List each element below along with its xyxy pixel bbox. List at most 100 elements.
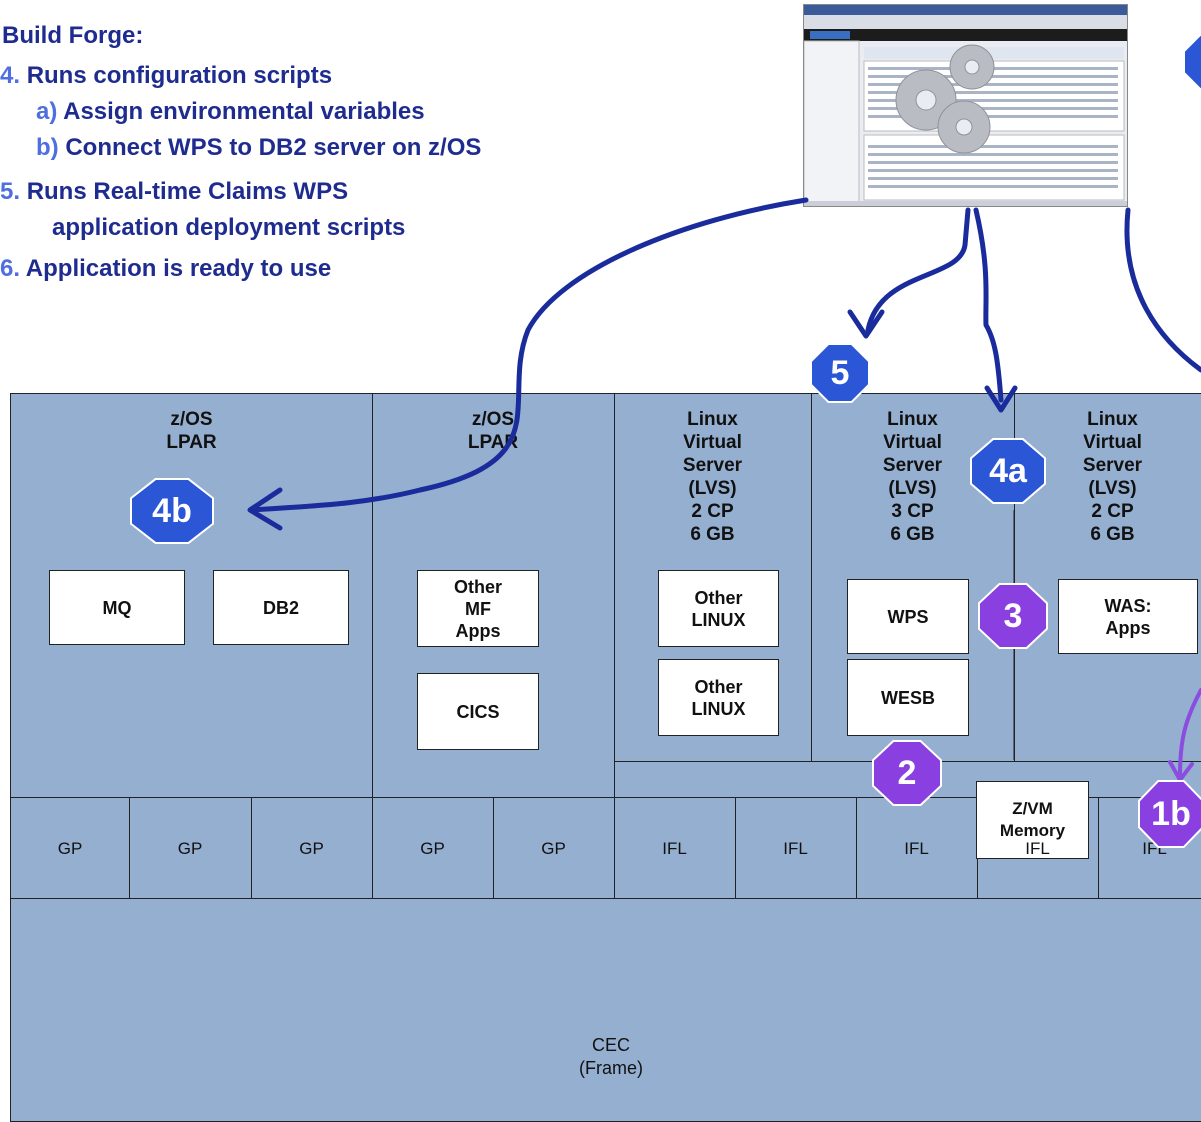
lpar-linux-2-line2: Virtual [883, 432, 942, 453]
lpar-linux-1-line5: 2 CP [691, 501, 734, 522]
other-linux-1-line2: LINUX [691, 609, 746, 630]
arrowhead-4b [247, 487, 283, 531]
lpar-linux-1-line2: Virtual [683, 432, 742, 453]
badge-step-5-label: 5 [830, 353, 850, 392]
step-5: 5. Runs Real-time Claims WPS [0, 178, 348, 206]
other-linux-2-line1: Other [694, 676, 743, 697]
lpar-linux-1: Linux Virtual Server (LVS) 2 CP 6 GB [614, 408, 811, 546]
wesb-box: WESB [847, 659, 969, 736]
step-6: 6. Application is ready to use [0, 255, 331, 283]
step-5-continued: application deployment scripts [52, 214, 405, 242]
lpar-linux-3: Linux Virtual Server (LVS) 2 CP 6 GB [1014, 408, 1201, 546]
wesb-label: WESB [881, 687, 935, 708]
processor-gp-4: GP [420, 839, 445, 858]
other-linux-box-1: Other LINUX [658, 570, 779, 647]
lpar-linux-2-line5: 3 CP [891, 501, 934, 522]
db2-label: DB2 [262, 597, 299, 618]
step-4-text: Runs configuration scripts [26, 62, 333, 89]
processor-gp-2: GP [177, 839, 203, 858]
step-4b-number: b) [36, 134, 59, 161]
cec-line2: (Frame) [579, 1058, 643, 1078]
lpar-linux-1-line4: (LVS) [688, 478, 737, 499]
step-5-number: 5. [0, 178, 21, 205]
was-apps-line1: WAS: [1104, 595, 1152, 616]
lpar-linux-3-line3: Server [1082, 455, 1143, 476]
arrow-to-4a [973, 207, 1004, 403]
build-forge-heading: Build Forge: [2, 22, 144, 49]
offscreen-badge [1183, 34, 1201, 90]
badge-step-4b: 4b [130, 478, 214, 544]
wps-label: WPS [887, 606, 929, 627]
lpar-linux-2-line4: (LVS) [888, 478, 937, 499]
mq-box: MQ [49, 570, 185, 645]
badge-step-4b-label: 4b [152, 491, 192, 530]
other-linux-box-2: Other LINUX [658, 659, 779, 736]
badge-step-3: 3 [978, 583, 1048, 649]
arrowhead-4a [984, 385, 1018, 413]
processor-ifl-3: IFL [904, 839, 929, 858]
badge-step-1b: 1b [1138, 780, 1201, 848]
badge-step-4a: 4a [970, 438, 1046, 504]
processor-ifl-2: IFL [783, 839, 808, 858]
lpar-linux-1-line1: Linux [687, 409, 738, 430]
lpar-linux-2: Linux Virtual Server (LVS) 3 CP 6 GB [811, 408, 1014, 546]
mq-label: MQ [102, 597, 132, 618]
zvm-memory-line2: Memory [999, 821, 1066, 840]
zvm-memory-line1: Z/VM [1012, 799, 1053, 818]
arrow-to-1b [1178, 688, 1201, 777]
build-forge-screenshot [803, 4, 1128, 207]
was-apps-box: WAS: Apps [1058, 579, 1198, 654]
other-linux-1-line1: Other [694, 587, 743, 608]
lpar-linux-2-line1: Linux [887, 409, 938, 430]
lpar-linux-1-line6: 6 GB [690, 524, 735, 545]
processor-gp-1: GP [57, 839, 83, 858]
arrowhead-5 [847, 309, 885, 339]
was-apps-line2: Apps [1105, 617, 1151, 638]
step-5-continued-text: application deployment scripts [52, 214, 406, 241]
other-mf-apps-line2: MF [465, 598, 491, 619]
lpar-linux-3-line1: Linux [1087, 409, 1138, 430]
step-4a: a) Assign environmental variables [36, 98, 425, 126]
arrow-right-offscreen [1124, 207, 1201, 373]
step-4b-text: Connect WPS to DB2 server on z/OS [65, 134, 482, 161]
step-6-number: 6. [0, 255, 21, 282]
gears-icon [895, 44, 995, 154]
other-mf-apps-line3: Apps [455, 620, 501, 641]
wps-box: WPS [847, 579, 969, 654]
step-4a-text: Assign environmental variables [63, 98, 425, 125]
processor-gp-3: GP [299, 839, 324, 858]
screenshot-image [804, 5, 1127, 206]
badge-step-4a-label: 4a [989, 451, 1027, 490]
badge-step-3-label: 3 [1003, 596, 1023, 635]
lpar-zos-1: z/OS LPAR [11, 408, 372, 454]
processor-ifl-1: IFL [662, 839, 687, 858]
badge-step-2: 2 [872, 740, 942, 806]
step-4b: b) Connect WPS to DB2 server on z/OS [36, 134, 481, 162]
cec-line1: CEC [591, 1035, 630, 1055]
lpar-linux-2-line6: 6 GB [890, 524, 935, 545]
lpar-zos-1-line2: LPAR [166, 432, 217, 453]
lpar-linux-3-line4: (LVS) [1088, 478, 1137, 499]
badge-step-1b-label: 1b [1151, 794, 1191, 833]
cics-label: CICS [456, 701, 500, 722]
zvm-memory-box: Z/VM Memory [976, 781, 1089, 859]
step-5-text: Runs Real-time Claims WPS [26, 178, 349, 205]
cec-frame-label: CEC (Frame) [11, 1034, 1201, 1080]
arrow-to-5 [865, 207, 971, 333]
cics-box: CICS [417, 673, 539, 750]
lpar-linux-3-line5: 2 CP [1091, 501, 1134, 522]
other-mf-apps-box: Other MF Apps [417, 570, 539, 647]
db2-box: DB2 [213, 570, 349, 645]
step-4a-number: a) [36, 98, 58, 125]
lpar-zos-1-line1: z/OS [170, 409, 213, 430]
badge-step-5: 5 [810, 343, 870, 403]
processor-gp-5: GP [541, 839, 566, 858]
other-linux-2-line2: LINUX [691, 698, 746, 719]
step-6-text: Application is ready to use [25, 255, 332, 282]
lpar-linux-3-line2: Virtual [1083, 432, 1142, 453]
lpar-linux-3-line6: 6 GB [1090, 524, 1135, 545]
other-mf-apps-line1: Other [453, 576, 502, 597]
lpar-linux-1-line3: Server [682, 455, 743, 476]
step-4-number: 4. [0, 62, 21, 89]
